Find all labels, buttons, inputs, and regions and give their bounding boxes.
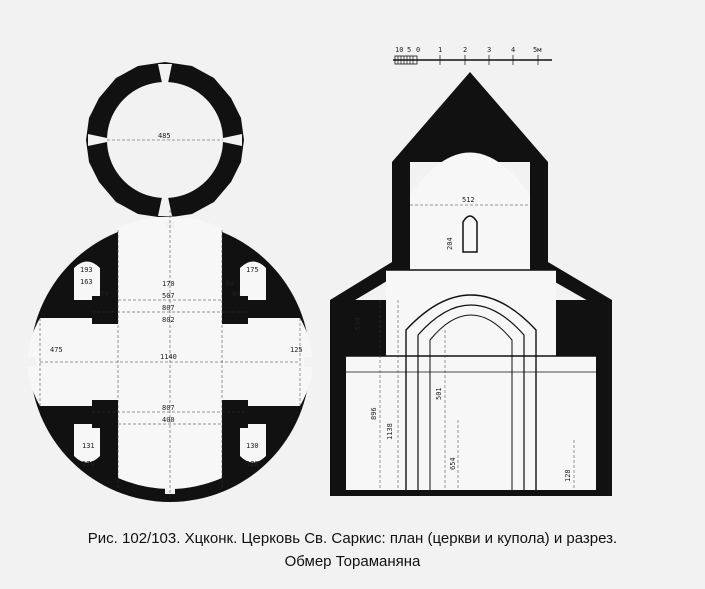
church-section: 512 204 1138 896 534 501 (330, 72, 612, 496)
niche-bottom-left (74, 424, 100, 463)
scale-tick-4: 4 (511, 46, 515, 54)
dim-84: 84 (232, 290, 240, 298)
scale-bar-fine-block (394, 55, 418, 65)
figure-caption-line2: Обмер Тораманяна (284, 553, 421, 570)
dim-501: 501 (435, 387, 443, 400)
nave-interior (346, 356, 596, 490)
dim-193: 193 (80, 266, 93, 274)
roof-slope-left (330, 262, 392, 306)
dim-475: 475 (50, 346, 63, 354)
dim-176: 176 (82, 460, 95, 468)
floor-line (330, 490, 612, 496)
scale-tick-5: 5 (407, 46, 411, 54)
scale-tick-3: 3 (487, 46, 491, 54)
dim-1138: 1138 (386, 423, 394, 440)
dome-interior (410, 152, 530, 270)
niche-top-left (74, 261, 100, 300)
niche-top-right (240, 261, 266, 300)
dim-131: 131 (82, 442, 95, 450)
dim-400: 400 (162, 416, 175, 424)
outer-wall-right (596, 300, 612, 496)
dim-204: 204 (446, 237, 454, 250)
pier-bottom-right (222, 400, 248, 428)
dim-654: 654 (449, 457, 457, 470)
arch-outer (405, 294, 537, 490)
dim-802: 802 (162, 316, 175, 324)
scale-tick-10: 10 (395, 46, 403, 54)
pier-bottom-left (92, 400, 118, 428)
niche-bottom-right (240, 424, 266, 463)
dim-175: 175 (246, 266, 259, 274)
drum-wall-right (530, 162, 548, 270)
roof-slope-right (548, 262, 612, 306)
vault-mass-left (346, 300, 386, 356)
scale-bar: 10 5 0 1 2 3 4 5м (393, 46, 552, 65)
scale-tick-2: 2 (463, 46, 467, 54)
dim-128-section: 128 (564, 469, 572, 482)
dim-74: 74 (100, 290, 108, 298)
scale-tick-1: 1 (438, 46, 442, 54)
scale-tick-5m: 5м (533, 46, 542, 54)
pier-top-right (222, 296, 248, 324)
dim-125: 125 (290, 346, 303, 354)
dim-163: 163 (80, 278, 93, 286)
dim-807-bottom: 807 (162, 404, 175, 412)
crossing-space (386, 270, 556, 356)
dim-896: 896 (370, 407, 378, 420)
dim-170: 170 (162, 280, 175, 288)
dim-64: 64 (226, 280, 234, 288)
dim-807-top: 807 (162, 304, 175, 312)
dome-diameter-label: 485 (158, 132, 171, 140)
outer-wall-left (330, 300, 346, 496)
dim-1140: 1140 (160, 353, 177, 361)
arch-middle (417, 304, 525, 490)
church-plan: 1140 807 807 802 507 400 170 475 125 193… (22, 210, 318, 502)
section-roof-gable (392, 72, 548, 162)
pier-top-left (92, 296, 118, 324)
drum-wall-left (392, 162, 410, 270)
dim-534: 534 (354, 317, 362, 330)
dim-130: 130 (246, 442, 259, 450)
dome-plan: 485 (86, 62, 244, 218)
dim-512: 512 (462, 196, 475, 204)
scale-tick-0: 0 (416, 46, 420, 54)
arch-inner (429, 314, 513, 490)
drum-window (462, 215, 478, 253)
vault-mass-right (556, 300, 596, 356)
dim-128: 128 (246, 460, 259, 468)
figure-caption-line1: Рис. 102/103. Хцконк. Церковь Св. Саркис… (87, 530, 618, 547)
dim-507: 507 (162, 292, 175, 300)
